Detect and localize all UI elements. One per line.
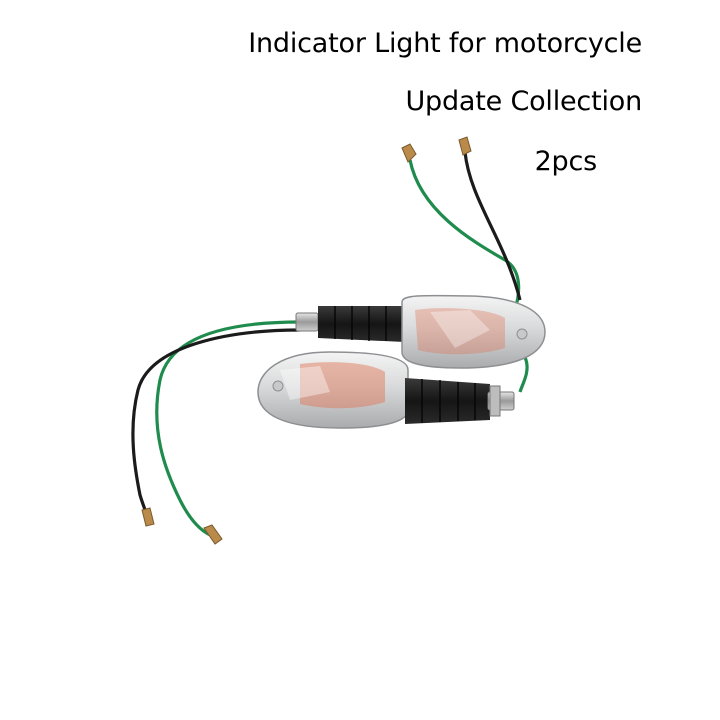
indicator-light-upper (295, 294, 546, 369)
lens-lower (257, 351, 409, 429)
product-title: Indicator Light for motorcycle (248, 28, 642, 59)
lens-upper (401, 294, 546, 369)
terminal-upper-2 (458, 136, 472, 156)
reflector-lower (300, 362, 385, 409)
terminal-lower-1 (141, 507, 155, 527)
lower-light-wires (131, 320, 301, 545)
indicator-light-lower (257, 351, 515, 429)
reflector-upper (415, 308, 505, 355)
rubber-stem-lower (405, 378, 490, 424)
terminal-lower-2 (203, 524, 223, 545)
green-wire-lower (155, 320, 301, 537)
black-wire-lower (131, 328, 301, 519)
black-wire-upper (463, 151, 522, 301)
product-quantity: 2pcs (534, 146, 598, 177)
rubber-stem-upper (318, 306, 405, 342)
bolt-upper (295, 312, 319, 332)
product-subtitle: Update Collection (405, 86, 642, 117)
terminal-upper-1 (401, 143, 417, 163)
